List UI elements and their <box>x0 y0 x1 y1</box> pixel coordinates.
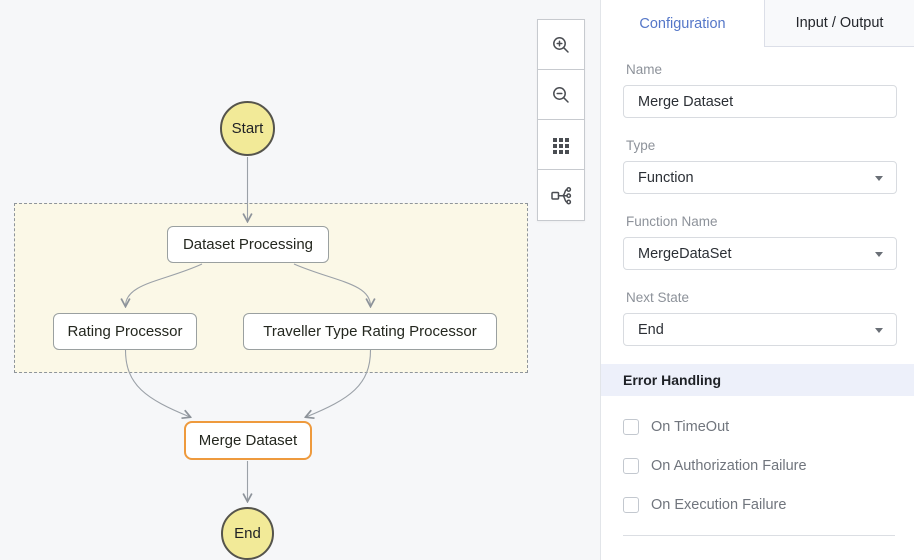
auto-layout-icon <box>550 186 571 204</box>
grid-toggle-button[interactable] <box>538 120 584 170</box>
flow-canvas[interactable]: Start Dataset Processing Rating Processo… <box>0 0 601 560</box>
dropdown-caret-icon <box>875 252 883 257</box>
type-select-value: Function <box>638 169 694 186</box>
on-timeout-checkbox[interactable] <box>623 419 639 435</box>
next-state-select-value: End <box>638 321 664 338</box>
on-authorization-failure-label: On Authorization Failure <box>651 458 807 474</box>
next-state-field-label: Next State <box>626 290 690 305</box>
node-end[interactable]: End <box>221 507 274 560</box>
function-name-select[interactable]: MergeDataSet <box>623 237 897 270</box>
node-end-label: End <box>234 525 261 542</box>
on-execution-failure-row[interactable]: On Execution Failure <box>623 497 897 513</box>
function-name-field-label: Function Name <box>626 214 718 229</box>
tab-input-output-label: Input / Output <box>795 15 884 31</box>
dropdown-caret-icon <box>875 328 883 333</box>
on-authorization-failure-row[interactable]: On Authorization Failure <box>623 458 897 474</box>
configuration-form: Name Type Function Function Name MergeDa… <box>601 47 914 536</box>
next-state-select[interactable]: End <box>623 313 897 346</box>
auto-layout-button[interactable] <box>538 170 584 220</box>
dropdown-caret-icon <box>875 176 883 181</box>
zoom-out-button[interactable] <box>538 70 584 120</box>
node-start-label: Start <box>231 120 264 137</box>
name-field-label: Name <box>626 62 663 77</box>
tab-configuration[interactable]: Configuration <box>601 0 764 47</box>
type-field-label: Type <box>626 138 656 153</box>
on-timeout-row[interactable]: On TimeOut <box>623 419 897 435</box>
grid-icon <box>553 137 569 154</box>
on-execution-failure-label: On Execution Failure <box>651 497 787 513</box>
tab-input-output[interactable]: Input / Output <box>764 0 914 47</box>
on-authorization-failure-checkbox[interactable] <box>623 458 639 474</box>
type-select[interactable]: Function <box>623 161 897 194</box>
node-start[interactable]: Start <box>220 101 275 156</box>
tab-configuration-label: Configuration <box>639 15 726 32</box>
node-traveller-type-rating-processor[interactable]: Traveller Type Rating Processor <box>243 313 497 350</box>
node-merge-dataset[interactable]: Merge Dataset <box>184 421 312 460</box>
properties-panel: Configuration Input / Output Name Type F… <box>601 0 914 560</box>
node-merge-dataset-label: Merge Dataset <box>198 432 298 449</box>
node-traveller-label: Traveller Type Rating Processor <box>263 323 477 340</box>
on-timeout-label: On TimeOut <box>651 419 730 435</box>
zoom-in-icon <box>553 36 569 53</box>
name-input[interactable] <box>623 85 897 118</box>
panel-tabs: Configuration Input / Output <box>601 0 914 47</box>
zoom-in-button[interactable] <box>538 20 584 70</box>
node-rating-processor-label: Rating Processor <box>67 323 183 340</box>
error-handling-section-header: Error Handling <box>601 364 914 396</box>
function-name-select-value: MergeDataSet <box>638 245 732 262</box>
node-dataset-processing-label: Dataset Processing <box>182 236 314 253</box>
node-rating-processor[interactable]: Rating Processor <box>53 313 197 350</box>
on-execution-failure-checkbox[interactable] <box>623 497 639 513</box>
section-divider <box>623 535 895 536</box>
error-handling-title: Error Handling <box>623 372 722 388</box>
canvas-toolbar <box>537 19 585 221</box>
zoom-out-icon <box>553 86 569 103</box>
node-dataset-processing[interactable]: Dataset Processing <box>167 226 329 263</box>
